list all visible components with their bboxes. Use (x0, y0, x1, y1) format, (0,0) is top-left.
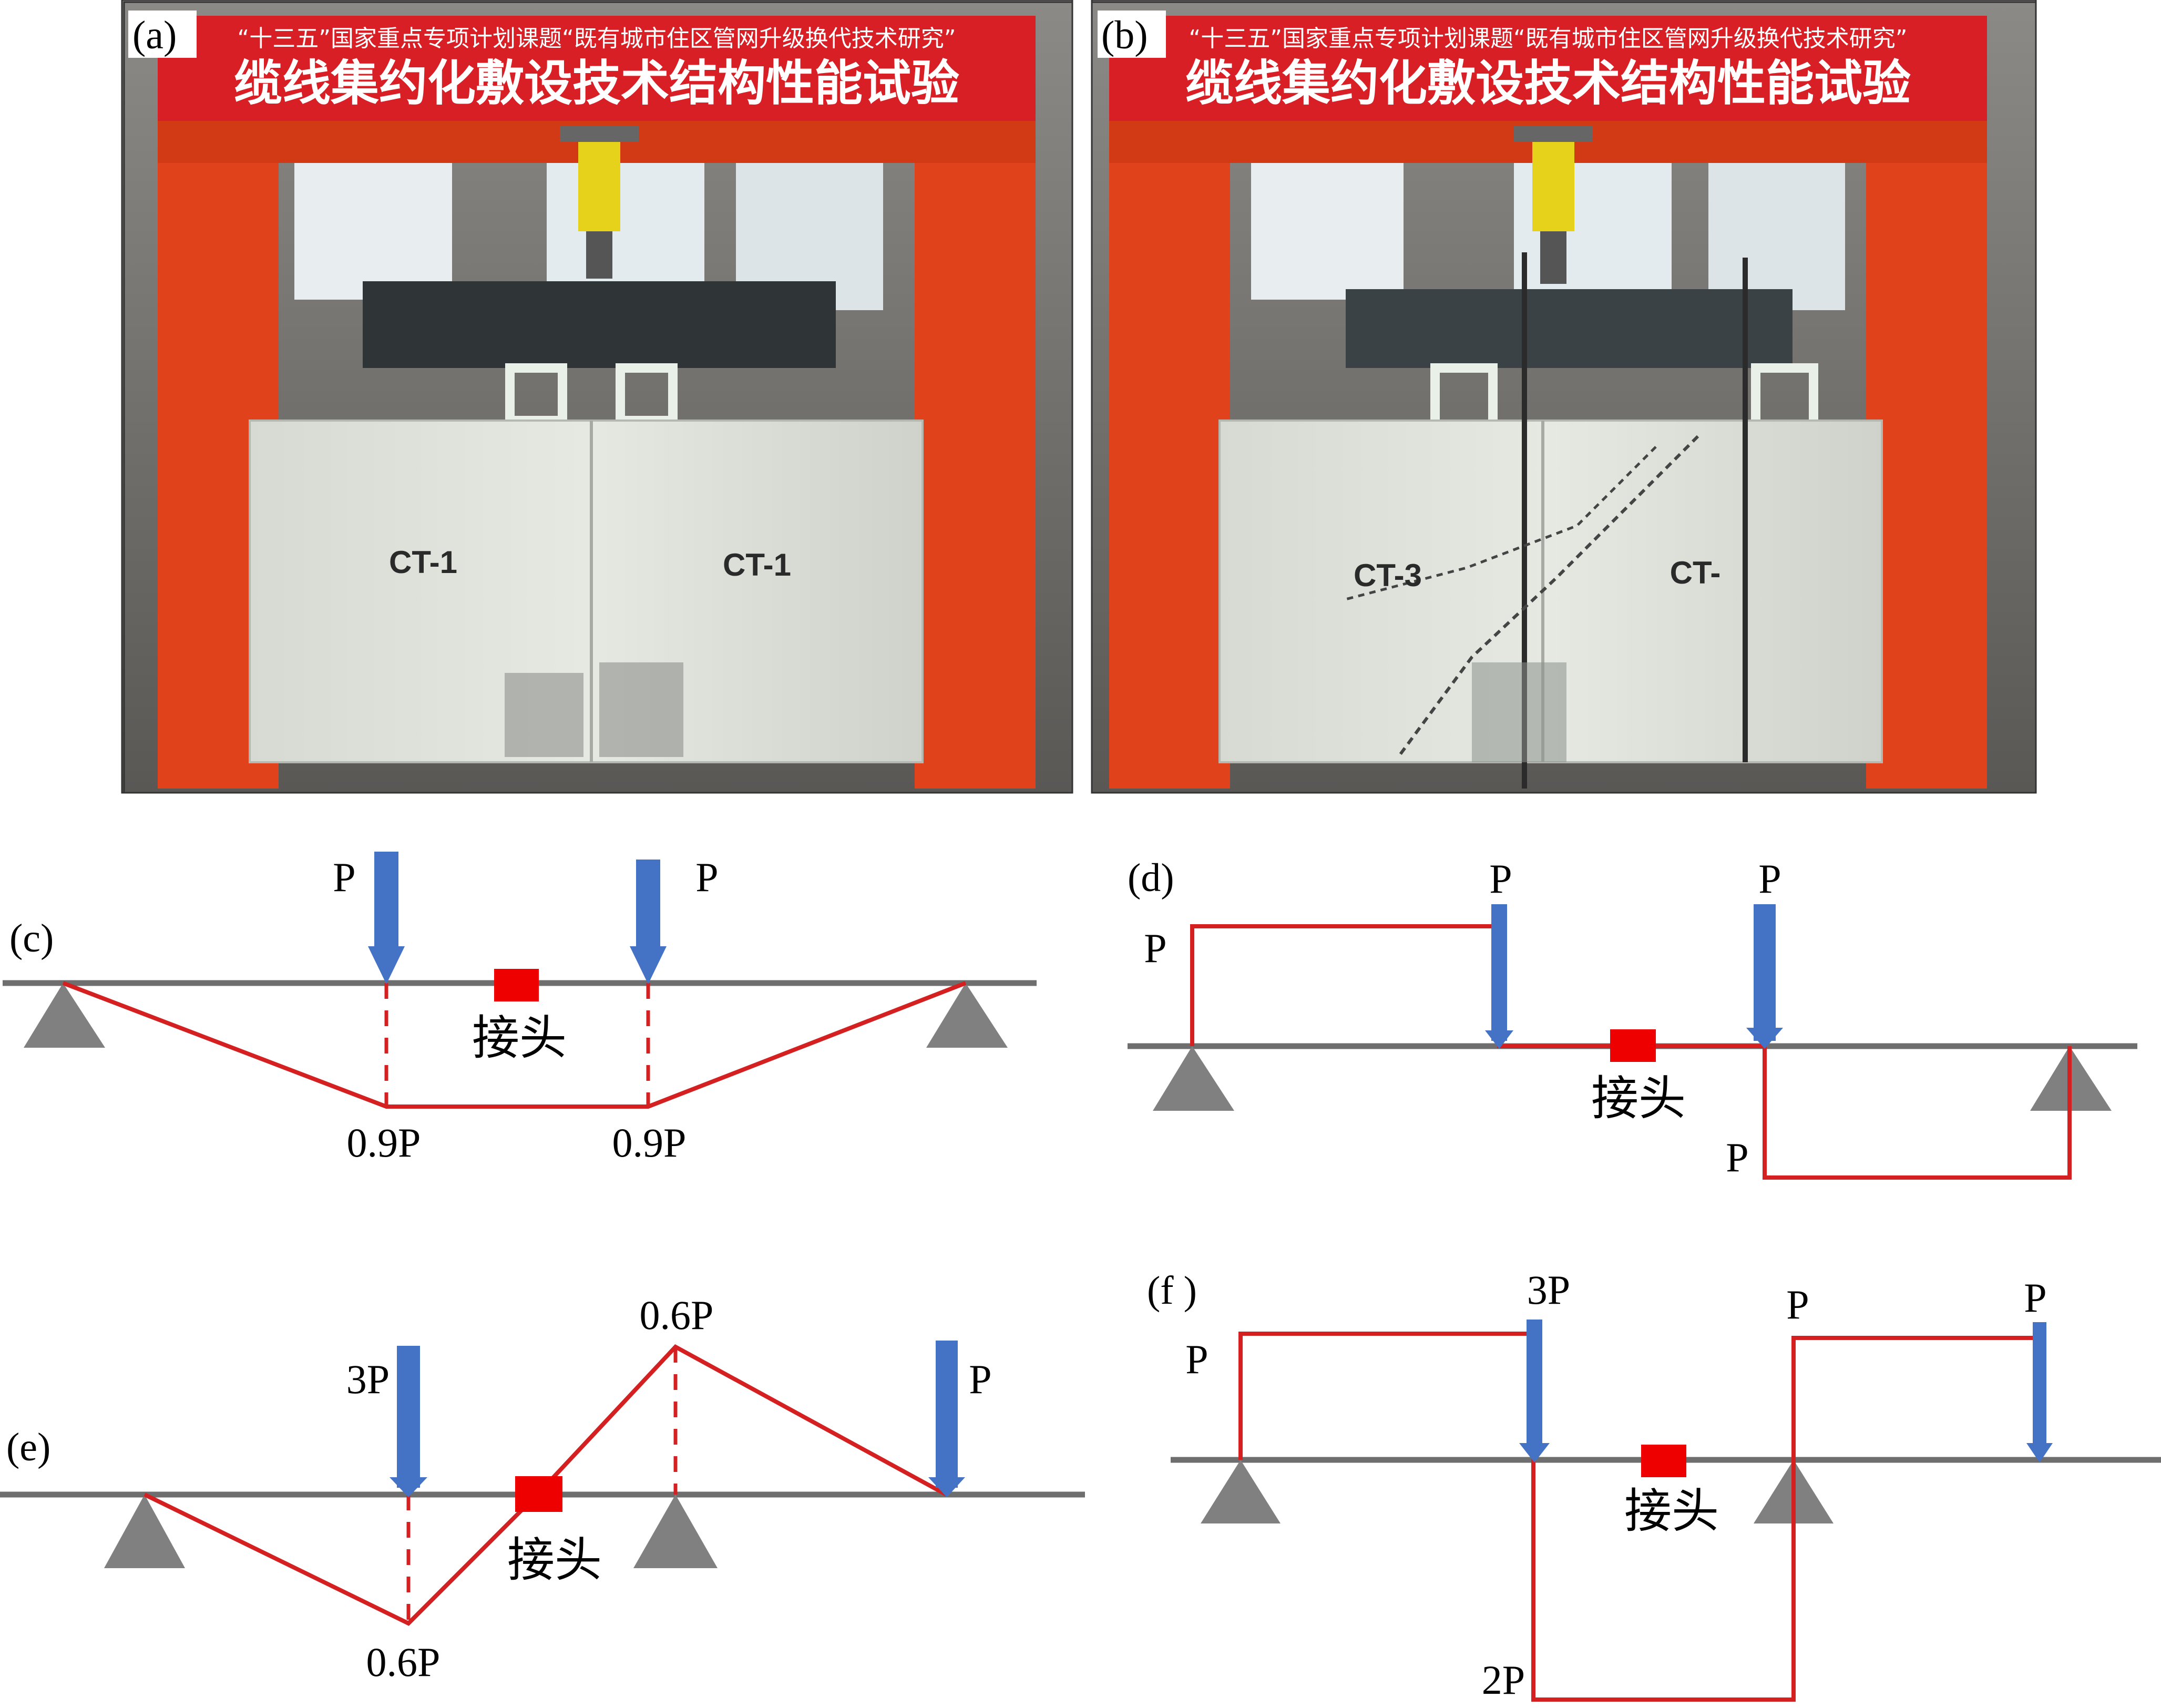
banner-subtitle: “十三五”国家重点专项计划课题“既有城市住区管网升级换代技术研究” (237, 25, 956, 52)
moment-label: P (1726, 1134, 1748, 1180)
joint-marker (515, 1476, 562, 1512)
hydraulic-jack (578, 142, 620, 231)
moment-label: 0.9P (612, 1120, 687, 1165)
frame-column-right (1866, 121, 1987, 789)
block-label: CT-1 (723, 547, 791, 582)
panel-tag-a: (a) (132, 13, 177, 57)
banner-subtitle: “十三五”国家重点专项计划课题“既有城市住区管网升级换代技术研究” (1189, 25, 1907, 52)
joint-marker (1641, 1445, 1686, 1477)
moment-label: 0.6P (366, 1639, 441, 1685)
moment-label: P (1185, 1336, 1208, 1382)
photo-b: “十三五”国家重点专项计划课题“既有城市住区管网升级换代技术研究” 缆线集约化敷… (1091, 0, 2037, 794)
diagram-f: (f ) 接头 3P P P P 2P (1147, 1267, 2161, 1703)
diagram-d: (d) 接头 P P P P (1128, 856, 2137, 1180)
banner-title: 缆线集约化敷设技术结构性能试验 (1185, 55, 1911, 111)
banner-title: 缆线集约化敷设技术结构性能试验 (234, 55, 959, 111)
load-label: P (1786, 1282, 1809, 1327)
load-label: P (1489, 856, 1512, 902)
support-triangle (1201, 1460, 1281, 1523)
panel-tag-d: (d) (1128, 856, 1174, 900)
moment-label: 0.9P (347, 1120, 421, 1165)
support-triangle (1153, 1046, 1234, 1111)
panel-tag-c: (c) (9, 916, 54, 960)
load-label: P (695, 854, 718, 900)
load-label: 3P (1527, 1267, 1570, 1313)
load-label: P (2024, 1275, 2046, 1321)
loading-beam (1346, 289, 1793, 368)
load-arrow (1491, 904, 1507, 1041)
load-label: P (333, 854, 355, 900)
support-triangle (24, 983, 105, 1048)
load-arrow (374, 852, 398, 949)
load-arrow (636, 860, 660, 949)
block-label: CT-3 (1354, 558, 1422, 593)
panel-tag-f: (f ) (1147, 1269, 1197, 1313)
load-label: P (1758, 856, 1781, 902)
moment-label: 0.6P (640, 1292, 714, 1338)
loading-beam (363, 281, 836, 368)
support-triangle (633, 1495, 718, 1568)
hydraulic-jack (1532, 142, 1574, 231)
moment-label: P (1144, 925, 1166, 971)
joint-label: 接头 (1624, 1484, 1719, 1539)
frame-column-right (915, 121, 1036, 789)
moment-diagram (62, 981, 967, 1109)
joint-label: 接头 (472, 1010, 567, 1066)
joint-marker (494, 969, 539, 1001)
banner (158, 16, 1036, 121)
support-triangle (104, 1495, 185, 1568)
panel-tag-b: (b) (1101, 13, 1148, 57)
panel-tag-e: (e) (6, 1425, 50, 1469)
concrete-specimen (249, 420, 924, 763)
load-arrow (936, 1341, 958, 1488)
diagram-c: (c) 接头 P P 0.9P 0.9P (3, 852, 1037, 1165)
moment-label: 2P (1482, 1657, 1525, 1703)
block-label: CT- (1670, 555, 1721, 590)
moment-diagram (1238, 1332, 2042, 1702)
load-arrow (1754, 904, 1776, 1041)
support-triangle (926, 983, 1008, 1048)
joint-marker (1610, 1029, 1656, 1062)
diagram-e: (e) 接头 3P P 0.6P 0.6P (0, 1292, 1085, 1685)
load-label: P (969, 1356, 991, 1402)
load-label: 3P (346, 1356, 390, 1402)
frame-column-left (1109, 121, 1230, 789)
load-arrow (1527, 1320, 1542, 1451)
banner (1109, 16, 1987, 121)
joint-label: 接头 (1591, 1071, 1686, 1126)
load-arrow (2033, 1322, 2046, 1451)
load-arrow (397, 1346, 420, 1488)
block-label: CT-1 (389, 545, 457, 580)
photo-a: “十三五”国家重点专项计划课题“既有城市住区管网升级换代技术研究” 缆线集约化敷… (121, 0, 1073, 794)
joint-label: 接头 (507, 1532, 602, 1588)
